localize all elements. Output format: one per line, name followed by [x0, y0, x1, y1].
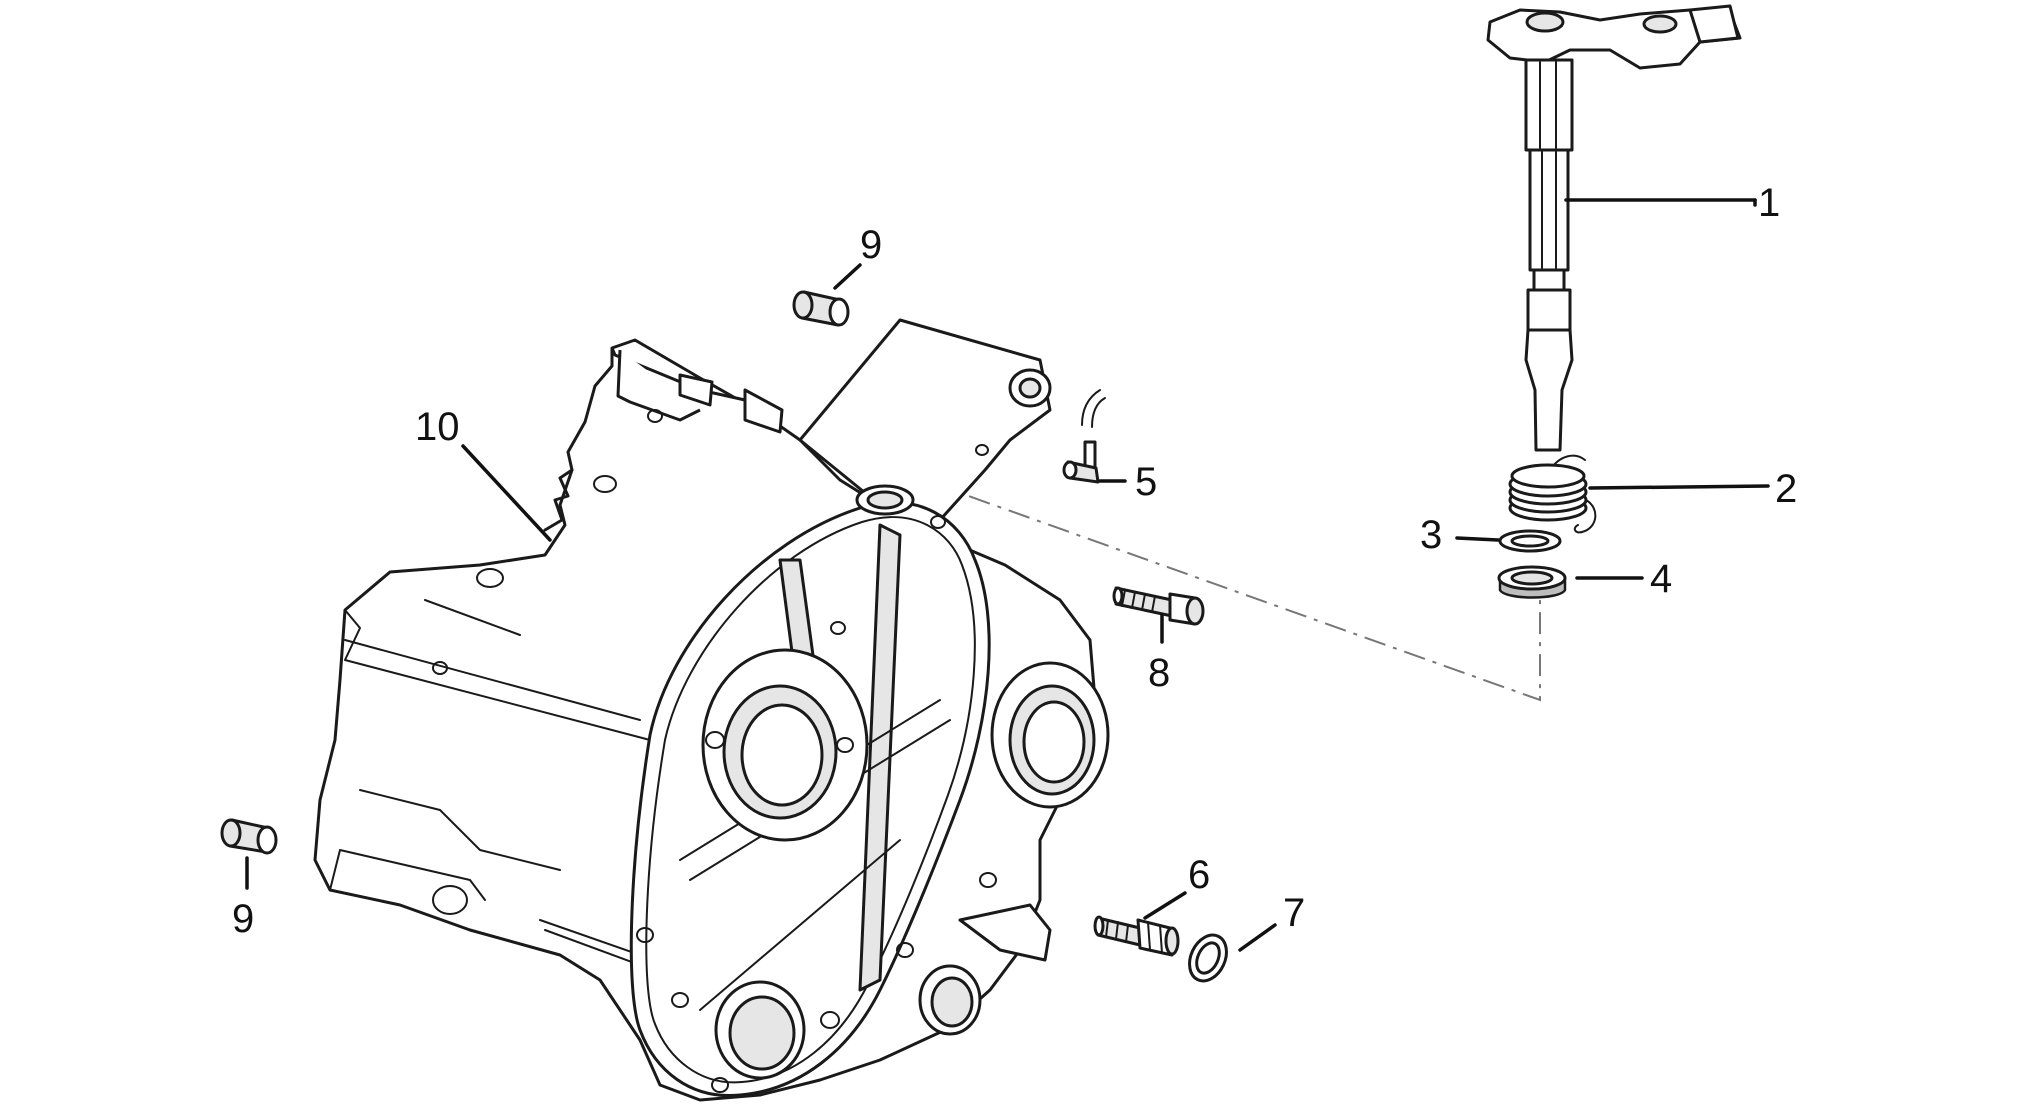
- leader-lines: [245, 198, 1770, 952]
- callout-8: 8: [1148, 651, 1170, 695]
- assembly-axis-line: [889, 467, 1541, 702]
- spring-part: [1508, 454, 1597, 534]
- leader-9-top: [833, 263, 862, 290]
- leader-2: [1588, 484, 1770, 490]
- washer-part: [1188, 933, 1228, 983]
- pin-part: [1062, 389, 1106, 484]
- leader-3: [1455, 536, 1500, 542]
- bolt-part: [1093, 915, 1180, 957]
- callout-labels: 1 2 3 4 5 6 7 8 9 9 10: [232, 181, 1797, 941]
- callout-9-left: 9: [232, 897, 254, 941]
- screw-part: [1112, 586, 1205, 626]
- dowel-pin-left-part: [220, 818, 278, 855]
- callout-2: 2: [1775, 467, 1797, 511]
- crankcase-half-part: [313, 318, 1110, 1102]
- callout-3: 3: [1420, 513, 1442, 557]
- leader-7: [1238, 923, 1277, 952]
- thin-washer-part: [1498, 529, 1562, 553]
- callout-7: 7: [1283, 891, 1305, 935]
- callout-6: 6: [1188, 853, 1210, 897]
- callout-10: 10: [415, 405, 460, 449]
- callout-9-top: 9: [860, 223, 882, 267]
- callout-4: 4: [1650, 557, 1672, 601]
- oil-seal-part: [1497, 565, 1567, 599]
- dowel-pin-top-part: [792, 290, 850, 327]
- shaft-part: [1486, 4, 1742, 452]
- callout-1: 1: [1758, 181, 1780, 225]
- leader-10: [461, 444, 552, 542]
- callout-5: 5: [1135, 460, 1157, 504]
- leader-6: [1143, 891, 1187, 920]
